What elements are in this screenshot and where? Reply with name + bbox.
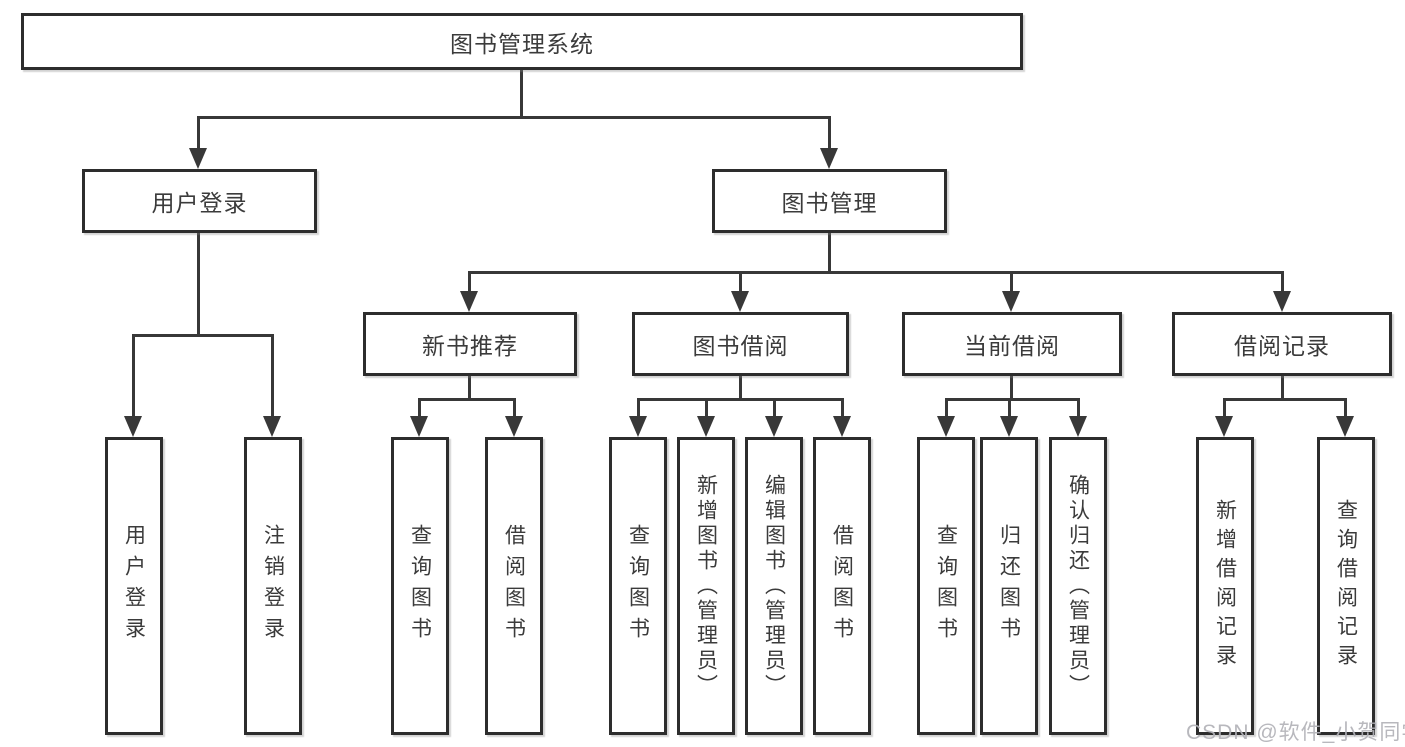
- connector-line: [418, 398, 516, 401]
- arrow-down-icon: [820, 148, 838, 169]
- arrow-down-icon: [833, 416, 851, 437]
- connector-line: [773, 398, 776, 418]
- leaf-edit-books-admin: 编辑图书（管理员）: [745, 437, 803, 735]
- connector-line: [828, 116, 831, 150]
- connector-line: [1281, 376, 1284, 401]
- leaf-query-books-borrow: 查询图书: [609, 437, 667, 735]
- connector-line: [739, 271, 742, 293]
- connector-line: [945, 398, 948, 418]
- connector-line: [197, 233, 200, 337]
- connector-line: [1077, 398, 1080, 418]
- leaf-confirm-return-admin: 确认归还（管理员）: [1049, 437, 1107, 735]
- arrow-down-icon: [1000, 416, 1018, 437]
- arrow-down-icon: [410, 416, 428, 437]
- connector-line: [271, 334, 274, 418]
- leaf-query-books-current: 查询图书: [917, 437, 975, 735]
- connector-line: [132, 334, 274, 337]
- node-borrow-record: 借阅记录: [1172, 312, 1392, 376]
- leaf-return-books: 归还图书: [980, 437, 1038, 735]
- arrow-down-icon: [460, 291, 478, 312]
- arrow-down-icon: [1002, 291, 1020, 312]
- connector-line: [1281, 271, 1284, 293]
- arrow-down-icon: [629, 416, 647, 437]
- node-root: 图书管理系统: [21, 13, 1023, 70]
- connector-line: [739, 376, 742, 401]
- arrow-down-icon: [731, 291, 749, 312]
- connector-line: [1010, 376, 1013, 401]
- connector-line: [637, 398, 640, 418]
- arrow-down-icon: [124, 416, 142, 437]
- connector-line: [1223, 398, 1226, 418]
- connector-line: [705, 398, 708, 418]
- leaf-query-borrow-record: 查询借阅记录: [1317, 437, 1375, 735]
- connector-line: [418, 398, 421, 418]
- connector-line: [945, 398, 1080, 401]
- arrow-down-icon: [263, 416, 281, 437]
- arrow-down-icon: [765, 416, 783, 437]
- connector-line: [468, 271, 1284, 274]
- connector-line: [197, 116, 831, 119]
- leaf-borrow-books: 借阅图书: [813, 437, 871, 735]
- connector-line: [513, 398, 516, 418]
- leaf-add-books-admin: 新增图书（管理员）: [677, 437, 735, 735]
- arrow-down-icon: [1215, 416, 1233, 437]
- connector-line: [1344, 398, 1347, 418]
- leaf-logout-login: 注销登录: [244, 437, 302, 735]
- connector-line: [197, 116, 200, 150]
- node-user-login: 用户登录: [82, 169, 317, 233]
- connector-line: [132, 334, 135, 418]
- arrow-down-icon: [1336, 416, 1354, 437]
- connector-line: [520, 70, 523, 119]
- node-current-borrow: 当前借阅: [902, 312, 1122, 376]
- connector-line: [828, 233, 831, 274]
- connector-line: [1008, 398, 1011, 418]
- leaf-add-borrow-record: 新增借阅记录: [1196, 437, 1254, 735]
- node-new-book-recommend: 新书推荐: [363, 312, 577, 376]
- watermark: CSDN @软件_小贺同学: [1186, 721, 1405, 744]
- connector-line: [468, 376, 471, 401]
- connector-line: [468, 271, 471, 293]
- connector-line: [637, 398, 844, 401]
- leaf-borrow-books-recommend: 借阅图书: [485, 437, 543, 735]
- node-book-management: 图书管理: [712, 169, 947, 233]
- arrow-down-icon: [505, 416, 523, 437]
- arrow-down-icon: [1069, 416, 1087, 437]
- arrow-down-icon: [937, 416, 955, 437]
- connector-line: [1223, 398, 1347, 401]
- arrow-down-icon: [189, 148, 207, 169]
- connector-line: [841, 398, 844, 418]
- arrow-down-icon: [697, 416, 715, 437]
- node-book-borrow: 图书借阅: [632, 312, 849, 376]
- connector-line: [1010, 271, 1013, 293]
- arrow-down-icon: [1273, 291, 1291, 312]
- leaf-user-login: 用户登录: [105, 437, 163, 735]
- leaf-query-books-recommend: 查询图书: [391, 437, 449, 735]
